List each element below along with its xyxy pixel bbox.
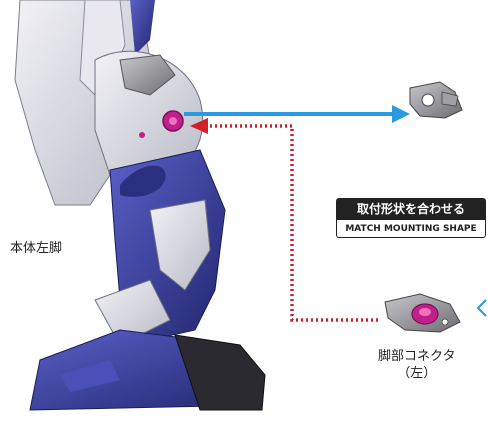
- connector-part-gray: [409, 81, 463, 119]
- robot-leg-illustration: [14, 0, 266, 411]
- blue-direction-arrow: [184, 105, 410, 123]
- match-shape-banner: 取付形状を合わせる MATCH MOUNTING SHAPE: [336, 198, 486, 238]
- connector-label-line2: （左）: [397, 366, 437, 381]
- partial-arrow-edge: [476, 299, 487, 317]
- banner-title-en: MATCH MOUNTING SHAPE: [336, 220, 486, 238]
- leg-connector-label: 脚部コネクタ （左）: [378, 348, 455, 382]
- body-left-leg-label: 本体左脚: [10, 241, 63, 256]
- banner-title-jp: 取付形状を合わせる: [336, 198, 486, 220]
- connector-label-line1: 脚部コネクタ: [378, 349, 456, 364]
- connector-part-with-magenta-peg: [384, 293, 461, 333]
- red-dotted-arrow: [190, 118, 378, 322]
